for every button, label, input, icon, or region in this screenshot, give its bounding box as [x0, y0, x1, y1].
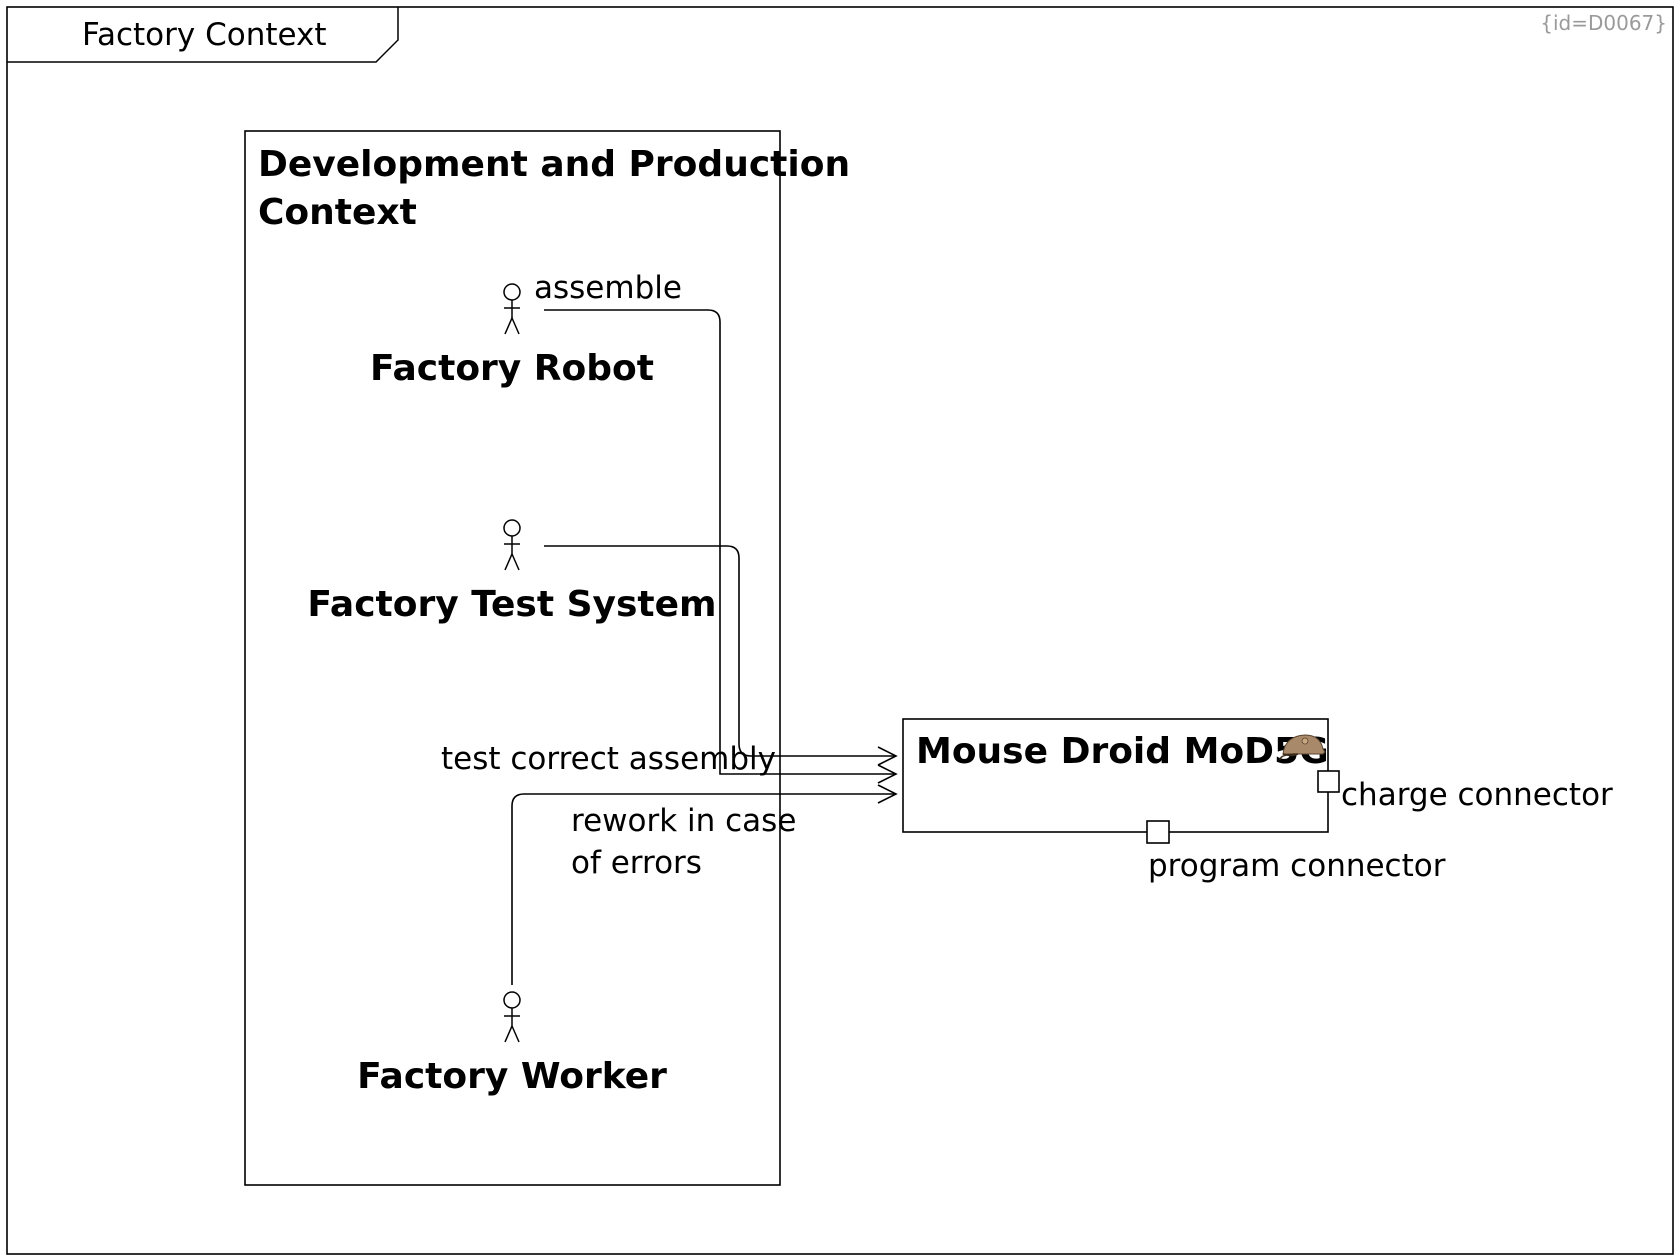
factory-test-system-actor-icon	[503, 519, 521, 571]
test-flow-arrowhead	[877, 746, 898, 766]
program-connector-port	[1146, 820, 1170, 844]
mouse-droid-block	[902, 718, 1329, 833]
charge-connector-label: charge connector	[1341, 777, 1613, 813]
context-title-line2: Context	[258, 192, 417, 233]
factory-worker-label: Factory Worker	[357, 1056, 667, 1097]
charge-connector-port	[1317, 770, 1340, 793]
program-connector-label: program connector	[1148, 848, 1446, 884]
factory-worker-actor-icon	[503, 991, 521, 1043]
assemble-flow-label: assemble	[534, 270, 682, 306]
mouse-icon	[1279, 734, 1326, 761]
mouse-droid-title: Mouse Droid MoD5G	[916, 731, 1329, 772]
factory-test-system-label: Factory Test System	[307, 584, 716, 625]
frame-tab	[7, 7, 399, 63]
rework-flow-line	[511, 793, 896, 985]
frame-id-label: {id=D0067}	[1540, 11, 1667, 35]
frame-title: Factory Context	[82, 17, 327, 53]
assemble-flow-arrowhead	[877, 764, 898, 784]
factory-robot-actor-icon	[503, 283, 521, 335]
test-flow-label: test correct assembly	[441, 741, 776, 777]
test-flow-line	[544, 545, 896, 757]
factory-robot-label: Factory Robot	[370, 348, 654, 389]
rework-flow-label-line2: of errors	[571, 845, 702, 881]
rework-flow-label-line1: rework in case	[571, 803, 796, 839]
context-title-line1: Development and Production	[258, 144, 850, 185]
rework-flow-arrowhead	[877, 784, 898, 804]
assemble-flow-line	[544, 309, 896, 775]
